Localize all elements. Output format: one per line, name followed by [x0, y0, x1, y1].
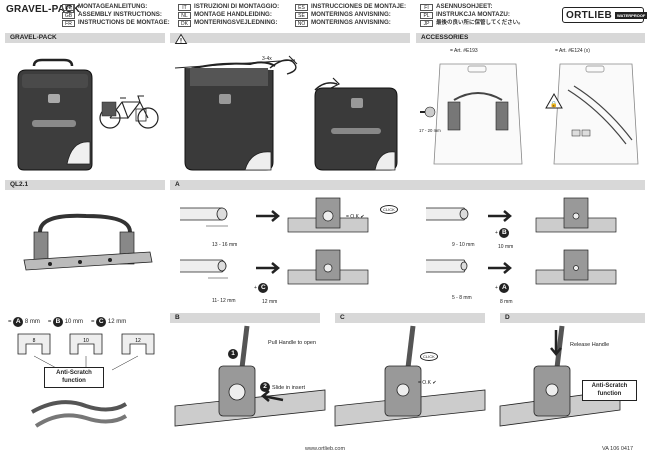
ok-row1: = O.K ✔ — [346, 214, 365, 220]
lang-label: MONTERINGS ANVISNING: — [311, 19, 391, 27]
section-bar-d: D — [500, 313, 645, 323]
ortlieb-logo: ORTLIEB WATERPROOF — [562, 7, 648, 23]
lang-code: IT — [178, 3, 191, 11]
insert-b-size: 10 mm — [498, 244, 514, 250]
tube-range-label: 17 - 20 mm — [419, 128, 441, 133]
lang-label: INSTRUCCIONES DE MONTAJE: — [311, 3, 407, 10]
check-icon: ✔ — [432, 380, 437, 386]
lang-code: NL — [178, 11, 191, 19]
small-bag-icon — [135, 108, 147, 122]
lang-code: NO — [295, 19, 308, 27]
section-b-illustration — [174, 325, 326, 427]
lang-label: MONTAGEANLEITUNG: — [78, 3, 148, 10]
insert-b-badge: B — [53, 317, 64, 327]
insert-b-step-badge: B — [499, 228, 510, 238]
accessory-2-article: = Art. #E124 (x) — [555, 48, 590, 54]
lang-code: FR — [62, 19, 75, 27]
lang-label: MONTERINGS ANVISNING: — [311, 11, 391, 19]
pannier-bag-illustration — [17, 58, 93, 171]
lang-label: MONTERINGSVEJLEDNING: — [194, 19, 278, 27]
section-bar-accessories: ACCESSORIES — [416, 33, 645, 43]
lang-code: SE — [295, 11, 308, 19]
lang-code: JP — [420, 19, 433, 27]
lang-label: 最後の良い所に保管してください。 — [436, 20, 524, 27]
step2-badge: 2 — [260, 375, 270, 393]
lang-code: GB — [62, 11, 75, 19]
click-badge: CLICK — [380, 205, 398, 214]
insert-c-size: 12 mm — [262, 299, 278, 305]
section-c-illustration — [334, 325, 486, 427]
range-row1: 13 - 16 mm — [212, 242, 238, 248]
svg-text:8: 8 — [33, 338, 36, 344]
logo-text: ORTLIEB — [566, 9, 612, 21]
lang-code: FI — [420, 3, 433, 11]
insert-c-step-badge: C — [258, 283, 269, 293]
footer-url: www.ortlieb.com — [305, 446, 346, 452]
anti-scratch-pads-illustration — [31, 400, 128, 428]
range-row2: 11- 12 mm — [212, 298, 236, 304]
step1-text: Pull Handle to open — [268, 340, 317, 346]
lang-label: ASENNUSOHJEET: — [436, 3, 493, 10]
accessory-1-article: = Art. #E193 — [450, 48, 478, 54]
section-bar-gravel-pack: GRAVEL-PACK — [5, 33, 165, 43]
bag-roll-closure-illustration — [174, 55, 398, 171]
footer-code: VA 106 0417 — [602, 446, 634, 452]
range-row3: 9 - 10 mm — [452, 242, 475, 248]
lang-code: ES — [295, 3, 308, 11]
insert-c-step: + C — [254, 283, 269, 293]
insert-a-badge: A — [13, 317, 24, 327]
lang-label: ASSEMBLY INSTRUCTIONS: — [78, 11, 162, 19]
section-bar-ql21: QL2.1 — [5, 180, 165, 190]
anti-scratch-label: Anti-Scratch function — [44, 367, 104, 388]
logo-subtext: WATERPROOF — [615, 11, 648, 19]
insert-clips-row: 8 10 12 — [17, 333, 155, 371]
document-title: GRAVEL-PACK — [6, 4, 81, 15]
svg-text:10: 10 — [83, 338, 89, 344]
section-a-illustrations — [180, 197, 617, 285]
bicycle-icon — [99, 95, 159, 129]
section-bar-a: A — [170, 180, 645, 190]
insert-a-size: 8 mm — [500, 299, 513, 305]
ok-result-c: = O.K ✔ — [418, 380, 437, 386]
ql21-mount-illustration — [23, 213, 153, 271]
insert-b-step: + B — [495, 228, 510, 238]
insert-b-legend: = B 10 mm — [47, 317, 84, 327]
section-bar-b: B — [170, 313, 320, 323]
step2-text: Slide in insert — [272, 385, 306, 391]
insert-a-step-badge: A — [499, 283, 510, 293]
lang-code: DE — [62, 3, 75, 11]
check-icon: ✔ — [360, 214, 365, 220]
lang-code: PL — [420, 11, 433, 19]
svg-text:🔒: 🔒 — [550, 100, 557, 108]
range-row4: 5 - 8 mm — [452, 295, 472, 301]
section-bar-c: C — [335, 313, 485, 323]
svg-text:!: ! — [180, 39, 182, 45]
accessory-bag-2: 🔒 — [545, 63, 639, 165]
lang-label: INSTRUKCJA MONTAZU: — [436, 11, 510, 19]
step1-badge: 1 — [228, 342, 238, 360]
strap-count-label: 3-4x — [262, 56, 272, 62]
insert-c-legend: = C 12 mm — [91, 317, 127, 327]
lang-label: MONTAGE HANDLEIDING: — [194, 11, 272, 19]
warning-icon: ! — [174, 33, 188, 45]
insert-a-step: + A — [495, 283, 510, 293]
lang-label: ISTRUZIONI DI MONTAGGIO: — [194, 3, 280, 10]
insert-a-legend: = A 8 mm — [8, 317, 40, 327]
section-bar-warning — [170, 33, 410, 43]
accessory-bag-1 — [420, 63, 523, 165]
release-handle-text: Release Handle — [570, 342, 610, 348]
insert-c-badge: C — [96, 317, 107, 327]
svg-text:12: 12 — [135, 338, 141, 344]
click-badge-c: CLICK — [420, 352, 438, 361]
lang-label: INSTRUCTIONS DE MONTAGE: — [78, 19, 170, 27]
anti-scratch-label-d: Anti-Scratch function — [582, 380, 637, 401]
insert-size-legend: = A 8 mm = B 10 mm = C 12 mm — [8, 317, 126, 327]
lang-code: DK — [178, 19, 191, 27]
